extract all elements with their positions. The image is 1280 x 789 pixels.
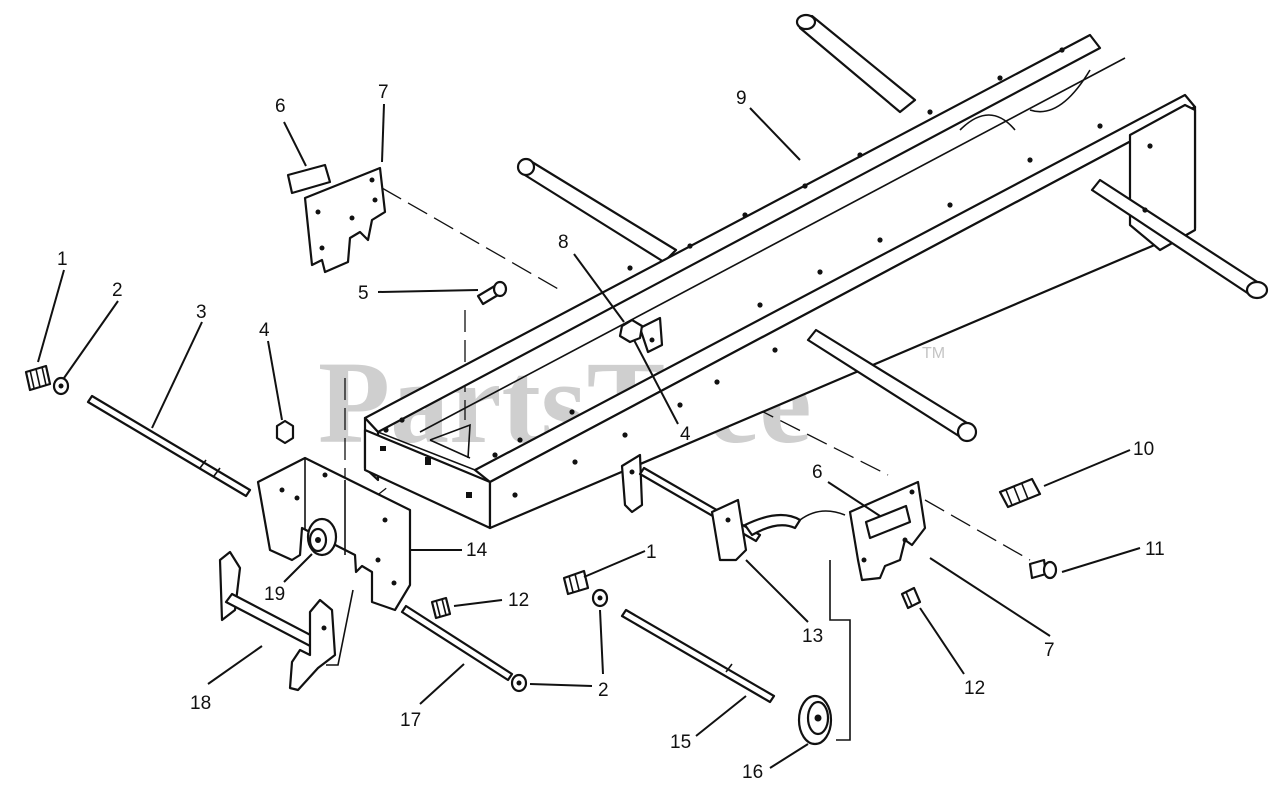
- spring-lower: [562, 569, 590, 596]
- washer-lower: [510, 673, 528, 693]
- leader-lines: [37, 103, 1141, 769]
- callout-labels: 1 2 3 4 5 6 7 8 9 4 10 6 11 1 14 12 19 1…: [57, 82, 1165, 783]
- callout-1-lower: 1: [646, 542, 657, 563]
- decal-upper: [286, 163, 332, 195]
- callout-4-left: 4: [259, 320, 270, 341]
- callout-11: 11: [1145, 539, 1165, 560]
- callout-7-lower: 7: [1044, 640, 1055, 661]
- callout-4-right: 4: [680, 424, 691, 445]
- callout-5: 5: [358, 283, 369, 304]
- callout-6-upper: 6: [275, 96, 286, 117]
- washer-left: [52, 376, 70, 396]
- callout-3: 3: [196, 302, 207, 323]
- callout-13: 13: [802, 626, 823, 647]
- rod-item-17: [400, 604, 514, 682]
- bracket-item-8: [618, 316, 664, 354]
- washer-middle: [591, 588, 609, 608]
- callout-15: 15: [670, 732, 691, 753]
- rod-item-3: [86, 394, 252, 498]
- bolt: [476, 280, 508, 306]
- callout-17: 17: [400, 710, 421, 731]
- callout-12-right: 12: [964, 678, 985, 699]
- spring-item-12-right: [900, 586, 922, 610]
- callout-8: 8: [558, 232, 569, 253]
- mounting-plate-upper: [303, 166, 387, 274]
- callout-6-lower: 6: [812, 462, 823, 483]
- callout-16: 16: [742, 762, 763, 783]
- callout-2-lower: 2: [598, 680, 609, 701]
- pulley-item-16: [797, 694, 833, 746]
- callout-14: 14: [466, 540, 488, 561]
- callout-10: 10: [1133, 439, 1154, 460]
- bolt-item-11: [1028, 558, 1058, 580]
- callout-1-left: 1: [57, 249, 68, 270]
- callout-2-left: 2: [112, 280, 123, 301]
- callout-18: 18: [190, 693, 211, 714]
- rod-item-15: [620, 608, 776, 704]
- linkage-item-13: [620, 453, 846, 562]
- callout-12-left: 12: [508, 590, 529, 611]
- callout-19: 19: [264, 584, 285, 605]
- main-frame: [363, 13, 1269, 530]
- callout-9: 9: [736, 88, 747, 109]
- decal-lower: [864, 504, 912, 540]
- spring-left: [24, 364, 52, 392]
- spring-item-12-left: [430, 596, 452, 620]
- roller-item-19: [306, 517, 338, 557]
- yoke-item-18: [218, 550, 337, 692]
- spring-item-10: [998, 477, 1042, 509]
- callout-7-upper: 7: [378, 82, 389, 103]
- watermark-trademark: TM: [922, 345, 945, 362]
- nut-left: [275, 419, 295, 445]
